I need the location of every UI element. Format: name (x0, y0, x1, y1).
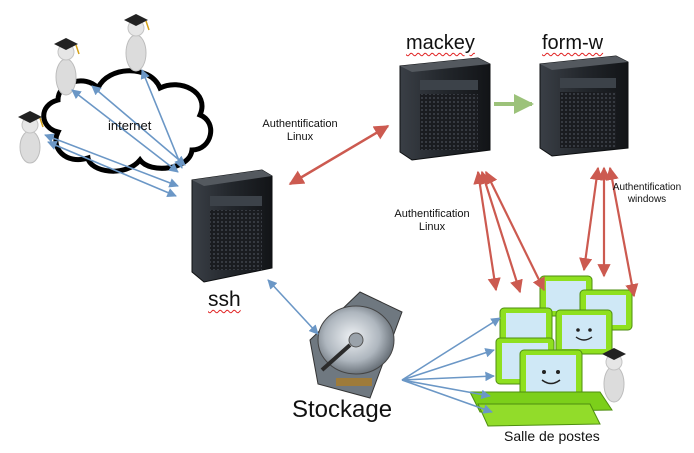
mackey-label: mackey (406, 32, 475, 54)
auth-linux-mid-line2: Linux (418, 221, 446, 233)
auth-windows-line2: windows (627, 194, 667, 205)
computer-lab-icon (469, 275, 633, 427)
auth-windows-label: Authentification windows (600, 182, 694, 206)
storage-workstation-arrows (401, 317, 501, 414)
graduate-user-icon (602, 348, 626, 403)
formw-server-icon (539, 55, 629, 157)
auth-linux-top-label: Authentification Linux (248, 118, 352, 144)
auth-linux-arrows-lab (473, 170, 545, 294)
auth-linux-top-line1: Authentification (262, 118, 338, 130)
auth-windows-arrows-lab (579, 166, 639, 298)
ssh-storage-arrow (267, 279, 319, 335)
mackey-server-icon (399, 57, 491, 161)
salle-label: Salle de postes (504, 428, 600, 444)
auth-linux-top-line2: Linux (286, 131, 314, 143)
internet-label: internet (108, 118, 152, 133)
stockage-label: Stockage (292, 396, 393, 423)
ssh-label: ssh (208, 288, 241, 311)
auth-windows-line1: Authentification (612, 182, 682, 193)
auth-linux-mid-label: Authentification Linux (380, 208, 484, 234)
graduate-user-icon (18, 111, 44, 164)
hard-disk-icon (309, 291, 403, 399)
auth-linux-arrow-ssh (288, 124, 390, 186)
ssh-server-icon (191, 169, 273, 283)
formw-label: form-w (542, 32, 604, 54)
auth-linux-mid-line1: Authentification (394, 208, 470, 220)
graduate-user-icon (54, 38, 80, 96)
user-access-arrows (44, 69, 186, 198)
graduate-user-icon (124, 14, 150, 72)
